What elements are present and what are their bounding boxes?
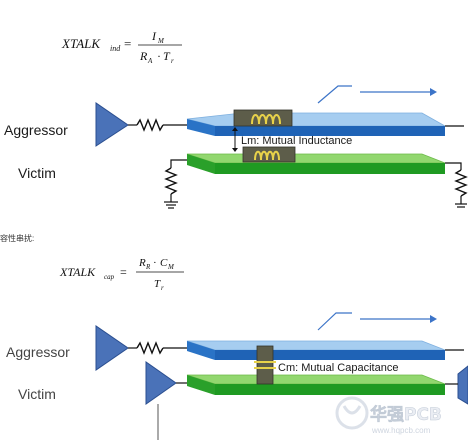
victim-trace-side-top — [187, 154, 215, 174]
formula-ind-denom-a-sub: A — [147, 57, 153, 65]
aggressor-label-top: Aggressor — [4, 122, 68, 138]
formula-ind-denom-a: R — [139, 49, 148, 63]
victim-trace-top — [186, 153, 446, 164]
coil-icon-victim — [254, 150, 280, 161]
formula-cap-lhs: XTALK — [59, 265, 96, 279]
aggressor-trace-front-bottom — [215, 350, 445, 360]
aggressor-trace-side-top — [187, 119, 215, 136]
section2-caption: 容性串扰: — [0, 233, 34, 243]
victim-left-resistor-top — [164, 167, 178, 195]
inductor-body-aggressor — [233, 109, 293, 127]
lm-arrow-down — [232, 148, 238, 152]
formula-cap-numer-a: R — [138, 257, 146, 269]
formula-ind-lhs-sub: ind — [110, 44, 121, 53]
capacitor-body — [256, 345, 274, 385]
aggressor-resistor-top — [136, 118, 164, 132]
formula-cap-numer-b: C — [160, 257, 168, 269]
formula-cap-numer-b-sub: M — [167, 263, 175, 271]
aggressor-trace-front-top — [215, 126, 445, 136]
aggressor-trace-top — [186, 112, 447, 127]
victim-trace-front-top — [215, 163, 445, 174]
victim-driver-triangle-bottom — [145, 361, 177, 405]
inductor-body-victim — [242, 146, 296, 163]
pulse-step-top — [317, 85, 352, 104]
victim-trace-bottom — [186, 374, 446, 385]
aggressor-trace-bottom — [186, 340, 446, 351]
formula-ind-denom-b-sub: r — [171, 57, 174, 65]
watermark-brand: 华强PCB — [370, 404, 442, 425]
victim-left-wire-top — [170, 159, 187, 168]
formula-ind-eq: = — [124, 36, 131, 51]
pulse-arrow-head-top — [430, 88, 437, 96]
formula-cap-eq: = — [120, 265, 127, 279]
watermark-logo-icon — [335, 396, 369, 430]
formula-ind-numer: I — [151, 29, 157, 43]
victim-right-wire-top — [445, 162, 462, 170]
aggressor-resistor-bottom — [136, 341, 164, 355]
section-capacitive: Aggressor Victim Cm: Mutual Capacitance — [6, 312, 468, 440]
cm-label: Cm: Mutual Capacitance — [278, 362, 398, 374]
lm-arrow-up — [232, 127, 238, 131]
formula-ind-denom-dot: · — [157, 49, 161, 63]
pulse-step-bottom — [317, 312, 352, 331]
formula-cap-denom: T — [154, 278, 161, 290]
formula-cap-numer-a-sub: R — [145, 263, 151, 271]
formula-cap-lhs-sub: cap — [104, 273, 115, 281]
formula-capacitive: XTALK cap = R R · C M T r — [59, 257, 184, 292]
pulse-arrow-head-bottom — [430, 315, 437, 323]
watermark-url: www.hqpcb.com — [371, 426, 431, 435]
victim-label-bottom: Victim — [18, 386, 56, 402]
lm-label: Lm: Mutual Inductance — [241, 135, 352, 147]
coil-icon-aggressor — [251, 114, 281, 125]
formula-ind-lhs: XTALK — [61, 36, 101, 51]
victim-label-top: Victim — [18, 165, 56, 181]
victim-trace-front-bottom — [215, 384, 445, 395]
aggressor-trace-side-bottom — [187, 341, 215, 360]
section-inductive: Aggressor Lm: Mutual Inductance Victim — [4, 85, 468, 209]
formula-ind-numer-sub: M — [157, 37, 165, 45]
driver-triangle-bottom — [95, 325, 129, 371]
watermark: 华强PCB www.hqpcb.com — [335, 396, 442, 435]
formula-cap-numer-dot: · — [153, 257, 157, 269]
formula-inductive: XTALK ind = I M R A · T r — [61, 29, 182, 65]
driver-triangle-top — [95, 102, 129, 147]
formula-ind-denom-b: T — [163, 49, 171, 63]
formula-cap-denom-sub: r — [161, 284, 164, 292]
aggressor-label-bottom: Aggressor — [6, 344, 70, 360]
watermark-logo-mark — [342, 405, 362, 415]
victim-trace-side-bottom — [187, 375, 215, 395]
victim-right-resistor-top — [454, 169, 468, 197]
receiver-triangle-bottom — [457, 365, 468, 405]
